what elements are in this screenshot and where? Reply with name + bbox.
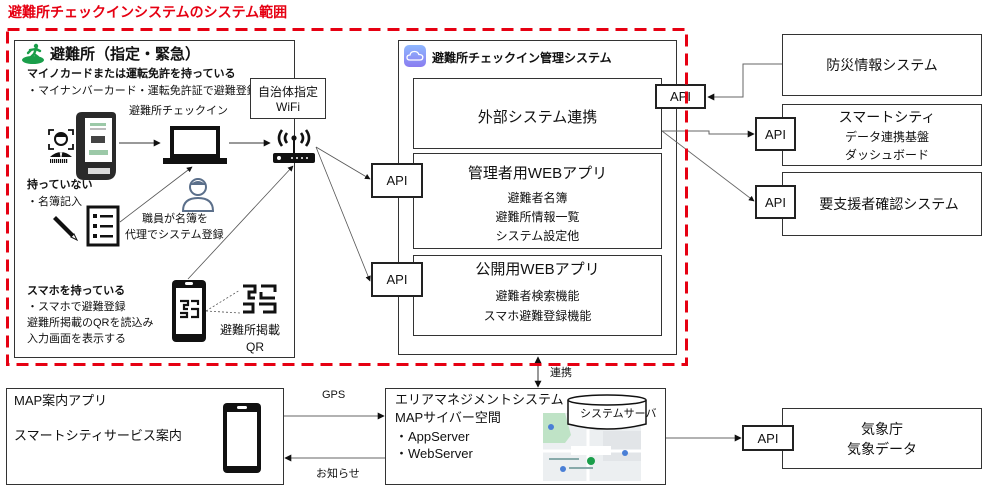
smart-city-line2: データ連携基盤 — [844, 130, 929, 144]
jma-weather-data-box: 気象庁 気象データ — [782, 408, 982, 469]
jma-line1: 気象庁 — [861, 420, 903, 437]
smart-city-line1: スマートシティ — [838, 109, 936, 125]
admin-feature-2: 避難所情報一覧 — [495, 210, 580, 224]
smartphone-heading: スマホを持っている — [27, 285, 126, 297]
admin-feature-3: システム設定他 — [495, 229, 580, 243]
laptop-icon — [162, 125, 228, 172]
public-feature-2: スマホ避難登録機能 — [483, 309, 592, 323]
smart-city-platform-box: スマートシティ データ連携基盤 ダッシュボード — [782, 104, 982, 166]
smartphone-qr-scan-icon — [171, 279, 207, 348]
jma-line2: 気象データ — [847, 440, 917, 457]
area-mgmt-line4: ・WebServer — [395, 446, 473, 461]
connector-router-to-public-api — [315, 146, 371, 282]
checkin-label: 避難所チェックイン — [129, 105, 228, 117]
pencil-icon — [52, 212, 80, 247]
qr-label-line2: QR — [246, 340, 264, 354]
disaster-info-system-name: 防災情報システム — [826, 57, 938, 73]
link-flow-label: 連携 — [550, 367, 572, 379]
management-system-title: 避難所チェックイン管理システム — [432, 51, 612, 65]
jma-api[interactable]: API — [742, 425, 794, 451]
face-recognition-icon — [45, 127, 77, 168]
wifi-label-line2: WiFi — [276, 100, 300, 114]
map-guide-app-subtitle: スマートシティサービス案内 — [14, 428, 182, 443]
posted-qr-code-icon — [241, 284, 277, 319]
area-mgmt-line3: ・AppServer — [395, 429, 470, 444]
admin-web-app-box: 管理者用WEBアプリ 避難者名簿 避難所情報一覧 システム設定他 — [413, 153, 662, 249]
scope-title: 避難所チェックインシステムのシステム範囲 — [8, 4, 288, 20]
card-holders-detail: ・マイナンバーカード・運転免許証で避難登録 — [27, 85, 258, 97]
external-integration-title: 外部システム連携 — [477, 109, 598, 126]
roster-list-icon — [86, 205, 120, 252]
support-needed-system-box: 要支援者確認システム — [782, 172, 982, 236]
public-web-app-api[interactable]: API — [371, 262, 423, 297]
shelter-title: 避難所（指定・緊急） — [50, 46, 201, 63]
external-integration-box: 外部システム連携 — [413, 78, 662, 149]
area-mgmt-line1: エリアマネジメントシステム — [395, 392, 564, 407]
public-web-app-box: 公開用WEBアプリ 避難者検索機能 スマホ避難登録機能 — [413, 255, 662, 336]
disaster-info-system-box: 防災情報システム — [782, 34, 982, 96]
support-needed-api[interactable]: API — [755, 185, 796, 219]
support-needed-system-name: 要支援者確認システム — [819, 196, 959, 212]
smart-city-api[interactable]: API — [755, 117, 796, 151]
staff-label-line1: 職員が名簿を — [142, 213, 208, 225]
municipal-wifi-box: 自治体指定 WiFi — [250, 78, 326, 119]
qr-label-line1: 避難所掲載 — [220, 323, 281, 337]
mobile-phone-icon — [222, 402, 262, 479]
wifi-router-icon — [270, 126, 318, 173]
area-mgmt-line2: MAPサイバー空間 — [395, 410, 501, 425]
system-server-cylinder — [566, 394, 648, 437]
cloud-icon — [404, 45, 426, 72]
wifi-label-line1: 自治体指定 — [257, 85, 318, 99]
evacuation-runner-icon — [21, 43, 47, 70]
smart-city-line3: ダッシュボード — [844, 148, 929, 162]
map-guide-app-title: MAP案内アプリ — [14, 393, 108, 408]
staff-label-line2: 代理でシステム登録 — [125, 229, 224, 241]
checkin-kiosk-icon — [74, 110, 118, 187]
admin-feature-1: 避難者名簿 — [507, 191, 568, 205]
external-integration-api[interactable]: API — [655, 84, 706, 109]
connector-disaster-info-to-api — [707, 63, 782, 101]
gps-flow-label: GPS — [322, 389, 346, 401]
no-card-detail: ・名簿記入 — [27, 196, 82, 208]
no-card-heading: 持っていない — [27, 179, 93, 191]
connector-router-to-admin-api — [315, 146, 371, 180]
system-server-label: システムサーバ — [580, 408, 657, 420]
smartphone-line3: 入力画面を表示する — [27, 333, 126, 345]
public-feature-1: 避難者検索機能 — [495, 289, 580, 303]
admin-web-app-title: 管理者用WEBアプリ — [467, 165, 608, 182]
card-holders-heading: マイノカードまたは運転免許を持っている — [27, 68, 236, 80]
notice-flow-label: お知らせ — [316, 468, 360, 480]
public-web-app-title: 公開用WEBアプリ — [475, 261, 600, 278]
smartphone-line2: 避難所掲載のQRを読込み — [27, 317, 154, 329]
admin-web-app-api[interactable]: API — [371, 163, 423, 198]
smartphone-line1: ・スマホで避難登録 — [27, 301, 126, 313]
staff-person-icon — [180, 176, 216, 217]
